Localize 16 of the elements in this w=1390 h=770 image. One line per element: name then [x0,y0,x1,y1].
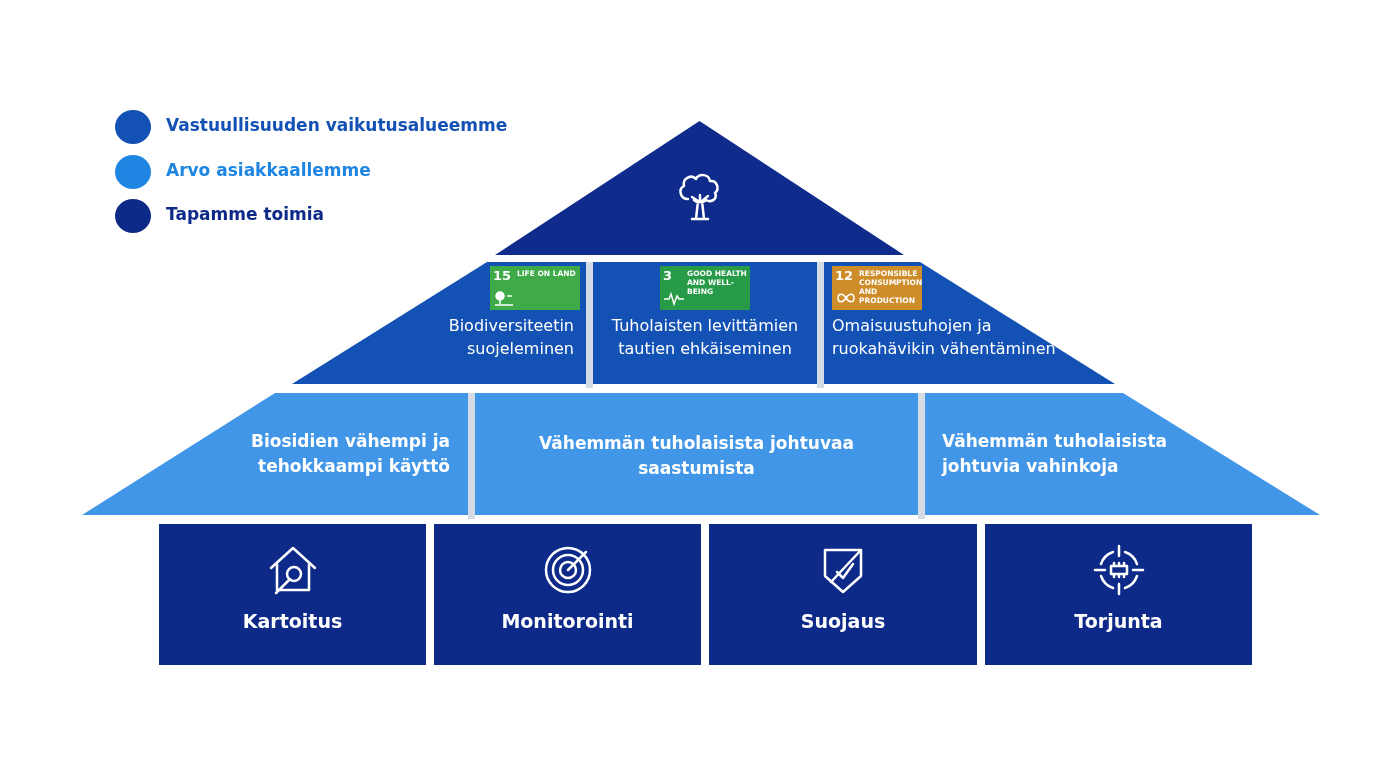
band-text: Vähemmän tuholaisista johtuvia vahinkoja [942,430,1169,478]
band-text: Biodiversiteetin suojeleminen [447,315,574,361]
legend-label: Tapamme toimia [166,204,325,224]
band-text: Vähemmän tuholaisista johtuvaa saastumista [538,432,855,480]
activity-label: Suojaus [799,609,887,634]
activity-label: Monitorointi [500,609,635,634]
legend-label: Vastuullisuuden vaikutusalueemme [166,115,508,135]
band-text: Biosidien vähempi ja tehokkaampi käyttö [249,430,450,478]
activity-label: Kartoitus [241,609,344,634]
goal-number: 15 [493,268,512,283]
goal-number: 3 [663,268,673,283]
goal-number: 12 [835,268,854,283]
band-text: Tuholaisten levittämien tautien ehkäiseminen [610,315,800,361]
activity-label: Torjunta [1073,609,1164,634]
legend-label: Arvo asiakkaallemme [166,160,371,180]
band-text: Omaisuustuhojen ja ruokahävikin vähentäminen [832,315,1057,361]
